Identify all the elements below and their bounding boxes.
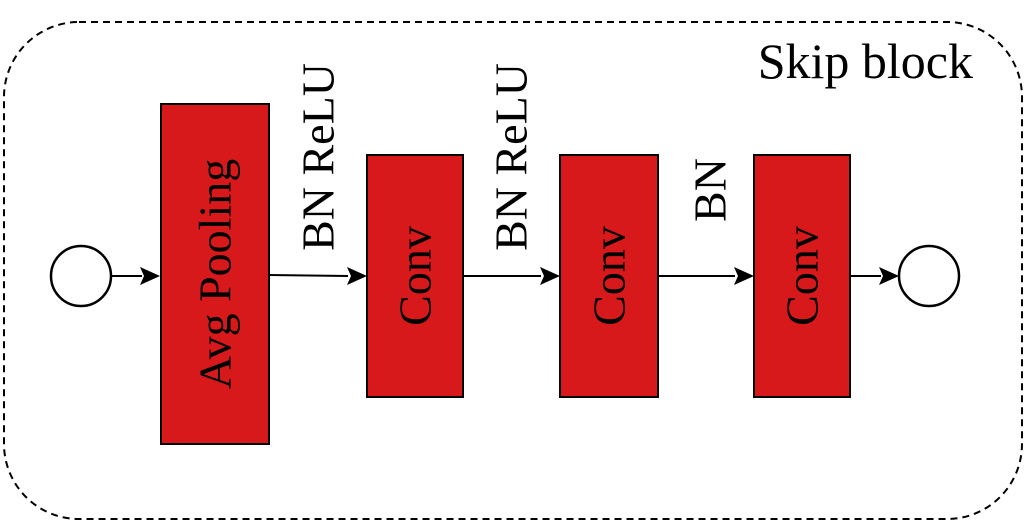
conv-2-label: Conv — [584, 226, 635, 326]
block-avg-pooling: Avg Pooling — [160, 103, 270, 445]
arrow-head-pooling-to-conv1 — [347, 267, 367, 285]
output-node — [897, 244, 961, 308]
skip-block-group-border — [3, 21, 1023, 520]
conv-3-rect — [753, 154, 851, 398]
edge-label-conv2-to-conv3: BN — [685, 158, 736, 222]
conv-1-rect — [366, 154, 464, 398]
conv-1-label: Conv — [390, 226, 441, 326]
edge-label-conv1-to-conv2: BN ReLU — [486, 63, 537, 251]
arrow-head-input-to-pooling — [140, 267, 160, 285]
group-title: Skip block — [758, 33, 973, 89]
input-node — [49, 244, 113, 308]
conv-3-label: Conv — [777, 226, 828, 326]
avg-pooling-rect — [160, 103, 270, 445]
arrow-head-conv3-to-output — [879, 267, 899, 285]
arrow-head-conv1-to-conv2 — [540, 267, 560, 285]
conv-2-rect — [559, 154, 659, 398]
block-conv-2: Conv — [559, 154, 659, 398]
block-conv-3: Conv — [753, 154, 851, 398]
block-conv-1: Conv — [366, 154, 464, 398]
arrow-head-conv2-to-conv3 — [734, 267, 754, 285]
edge-pooling-to-conv1 — [268, 274, 349, 277]
avg-pooling-label: Avg Pooling — [190, 159, 241, 389]
edge-label-pooling-to-conv1: BN ReLU — [293, 63, 344, 251]
